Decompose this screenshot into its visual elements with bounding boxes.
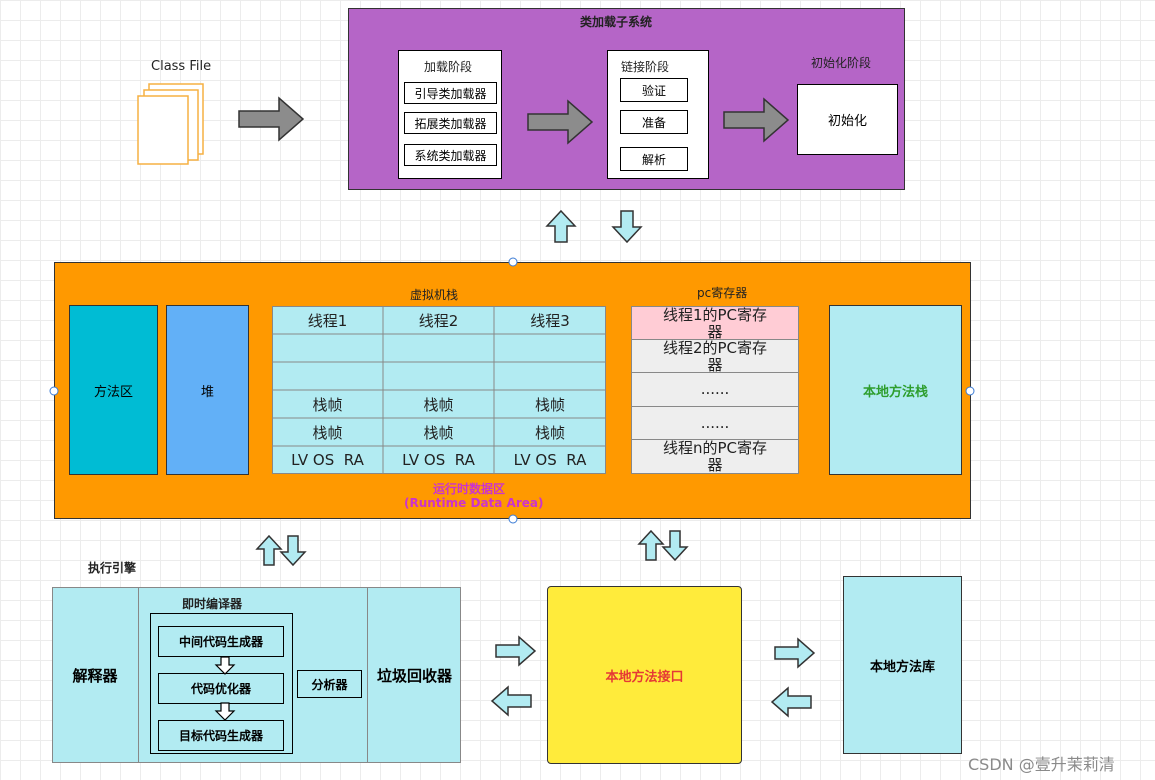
class-file-icon	[137, 83, 204, 165]
init-box: 初始化	[797, 84, 898, 155]
heap-box: 堆	[166, 305, 249, 475]
vm-stack-title: 虚拟机栈	[410, 288, 459, 302]
arrow-up-icon	[255, 534, 283, 566]
intermediate-code-generator-label: 中间代码生成器	[178, 635, 263, 649]
native-method-stack-label: 本地方法栈	[862, 384, 928, 400]
engine-divider-right	[367, 587, 368, 763]
arrow-left-icon	[490, 685, 532, 717]
interpreter-label: 解释器	[72, 666, 118, 685]
prepare-box: 准备	[620, 110, 688, 134]
pc-row-ellipsis: ......	[632, 407, 798, 440]
stack-frame-cell: 栈帧	[312, 423, 343, 442]
native-method-library-label: 本地方法库	[869, 659, 935, 675]
arrow-left-icon	[770, 686, 812, 718]
selection-handle-icon[interactable]	[508, 257, 518, 267]
arrow-down-icon	[214, 702, 236, 721]
thread-3-header: 线程3	[530, 311, 570, 330]
pc-row-ellipsis: ......	[632, 373, 798, 407]
pc-register-title: pc寄存器	[697, 286, 748, 300]
arrow-down-icon	[279, 535, 307, 567]
code-optimizer-label: 代码优化器	[190, 682, 251, 696]
garbage-collector-cell: 垃圾回收器	[368, 587, 461, 763]
selection-handle-icon[interactable]	[965, 386, 975, 396]
csdn-watermark: CSDN @壹升茉莉清	[968, 755, 1115, 774]
target-code-generator-label: 目标代码生成器	[178, 729, 263, 743]
thread-2-header: 线程2	[418, 311, 459, 330]
init-label: 初始化	[827, 114, 867, 129]
execution-engine-title: 执行引擎	[88, 561, 137, 575]
bootstrap-classloader-box: 引导类加载器	[404, 82, 497, 104]
method-area-label: 方法区	[93, 384, 133, 400]
stack-frame-cell: 栈帧	[534, 395, 565, 414]
analyzer-box: 分析器	[297, 670, 362, 698]
extension-classloader-label: 拓展类加载器	[414, 116, 487, 131]
runtime-title: 运行时数据区	[433, 482, 506, 496]
lv-os-ra-cell: LV OS RA	[513, 451, 587, 469]
loading-phase-title: 加载阶段	[424, 60, 473, 74]
arrow-up-icon	[545, 209, 577, 243]
stack-frame-cell: 栈帧	[423, 395, 454, 414]
arrow-right-icon	[495, 635, 537, 667]
intermediate-code-generator-box: 中间代码生成器	[158, 626, 284, 657]
selection-handle-icon[interactable]	[49, 386, 59, 396]
analyzer-label: 分析器	[311, 677, 348, 692]
target-code-generator-box: 目标代码生成器	[158, 720, 284, 751]
bootstrap-classloader-label: 引导类加载器	[414, 86, 487, 101]
class-file-label: Class File	[151, 59, 212, 74]
selection-handle-icon[interactable]	[508, 514, 518, 524]
arrow-right-icon	[723, 97, 790, 143]
prepare-label: 准备	[641, 115, 666, 130]
heap-label: 堆	[200, 384, 214, 400]
resolve-label: 解析	[641, 152, 666, 167]
init-phase-title: 初始化阶段	[811, 56, 872, 70]
jit-compiler-title: 即时编译器	[182, 597, 243, 611]
native-method-stack-box: 本地方法栈	[829, 305, 962, 475]
arrow-right-icon	[527, 99, 594, 145]
resolve-box: 解析	[620, 147, 688, 171]
stack-frame-cell: 栈帧	[534, 423, 565, 442]
thread-1-header: 线程1	[307, 311, 348, 330]
pc-row-thread-2: 线程2的PC寄存器	[632, 340, 798, 373]
pc-row-thread-n: 线程n的PC寄存器	[662, 440, 768, 473]
system-classloader-label: 系统类加载器	[414, 148, 487, 163]
verify-label: 验证	[641, 83, 666, 98]
pc-register-table: 线程1的PC寄存器 线程2的PC寄存器 ...... ...... 线程n的PC…	[631, 306, 799, 474]
jit-compiler-box	[150, 613, 293, 754]
arrow-down-icon	[661, 530, 689, 562]
native-method-library-box: 本地方法库	[843, 576, 962, 754]
native-method-interface-box: 本地方法接口	[547, 586, 742, 764]
vm-stack-table: 线程1 线程2 线程3 栈帧 栈帧 栈帧 栈帧 栈帧 栈帧 LV OS RA L…	[272, 306, 606, 474]
garbage-collector-label: 垃圾回收器	[376, 666, 452, 685]
stack-frame-cell: 栈帧	[423, 423, 454, 442]
stack-frame-cell: 栈帧	[312, 395, 343, 414]
native-method-interface-label: 本地方法接口	[605, 669, 684, 685]
lv-os-ra-cell: LV OS RA	[291, 451, 364, 469]
linking-phase-title: 链接阶段	[621, 60, 670, 74]
arrow-right-icon	[238, 96, 305, 142]
runtime-subtitle: (Runtime Data Area)	[404, 496, 544, 510]
arrow-down-icon	[214, 656, 236, 675]
arrow-right-icon	[774, 637, 816, 669]
interpreter-cell: 解释器	[52, 587, 138, 763]
method-area-box: 方法区	[69, 305, 158, 475]
class-loader-title: 类加载子系统	[580, 15, 653, 29]
verify-box: 验证	[620, 78, 688, 102]
code-optimizer-box: 代码优化器	[158, 673, 284, 704]
pc-row-thread-1: 线程1的PC寄存器	[632, 307, 798, 340]
engine-divider-left	[138, 587, 139, 763]
lv-os-ra-cell: LV OS RA	[402, 451, 475, 469]
arrow-up-icon	[637, 529, 665, 561]
system-classloader-box: 系统类加载器	[404, 144, 497, 166]
arrow-down-icon	[611, 210, 643, 244]
extension-classloader-box: 拓展类加载器	[404, 112, 497, 134]
